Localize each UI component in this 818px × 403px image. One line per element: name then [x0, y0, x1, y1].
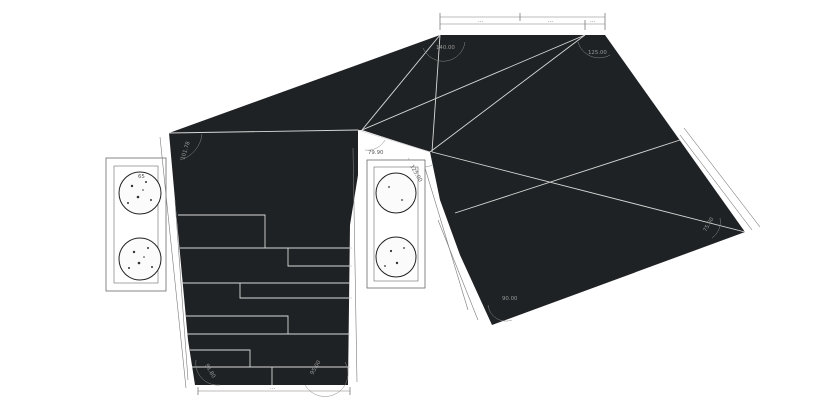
angle-arc	[711, 217, 721, 239]
dim-center-right2	[437, 219, 479, 321]
angle-arc	[364, 139, 386, 151]
angle-label-planter: 65	[138, 174, 145, 180]
board-line	[190, 349, 350, 368]
stone-circle	[375, 172, 417, 214]
seam-line	[431, 34, 441, 153]
dim-left-inner	[174, 199, 189, 381]
planter-left	[105, 157, 167, 292]
dim-left-outer	[159, 136, 187, 389]
angle-label-notch-a: 79.90	[368, 150, 384, 156]
seam-line	[357, 129, 431, 153]
seam-line	[361, 34, 441, 131]
paving-surface	[169, 35, 745, 385]
dimension-labels: ... ... ... ...	[270, 18, 595, 391]
angle-arc	[304, 361, 349, 397]
dim-label-top-c: ...	[590, 18, 595, 24]
board-line	[192, 366, 273, 385]
stone-circle	[375, 236, 417, 278]
dimension-lines	[159, 13, 761, 395]
dim-right2	[679, 134, 753, 231]
paving-seams	[168, 34, 746, 385]
seam-line	[168, 129, 359, 134]
stone-texture	[384, 186, 405, 267]
dim-label-top-b: ...	[548, 18, 553, 24]
angle-arc	[577, 41, 611, 59]
left-slab	[169, 130, 358, 385]
planter-center	[366, 159, 426, 289]
planter-inner	[373, 166, 419, 282]
angle-label-top-right: 125.00	[588, 50, 607, 56]
dim-center-right	[424, 167, 469, 311]
dim-label-bottom: ...	[270, 385, 275, 391]
dim-center-left	[352, 147, 358, 383]
angle-arc	[487, 304, 513, 322]
dim-label-top-a: ...	[478, 18, 483, 24]
stone-circle	[118, 237, 162, 281]
angle-arc	[422, 41, 466, 62]
upper-slab	[169, 35, 745, 325]
board-line	[182, 282, 352, 299]
planter-inner	[113, 165, 159, 284]
stone-circle	[118, 171, 162, 215]
board-line	[178, 214, 352, 249]
seam-line	[454, 139, 681, 214]
board-line	[287, 248, 352, 267]
angle-label-left-top: 101.78	[180, 140, 192, 160]
angle-arc	[179, 133, 203, 161]
angle-label-bottom-right: 90.00	[502, 296, 518, 302]
seam-line	[429, 34, 586, 153]
dim-right	[683, 127, 761, 228]
seam-line	[361, 34, 586, 131]
angle-arc	[195, 359, 221, 386]
board-line	[185, 315, 350, 335]
angle-label-top-peak: 140.00	[436, 45, 455, 51]
seam-line	[431, 151, 746, 233]
stone-texture	[127, 181, 153, 269]
